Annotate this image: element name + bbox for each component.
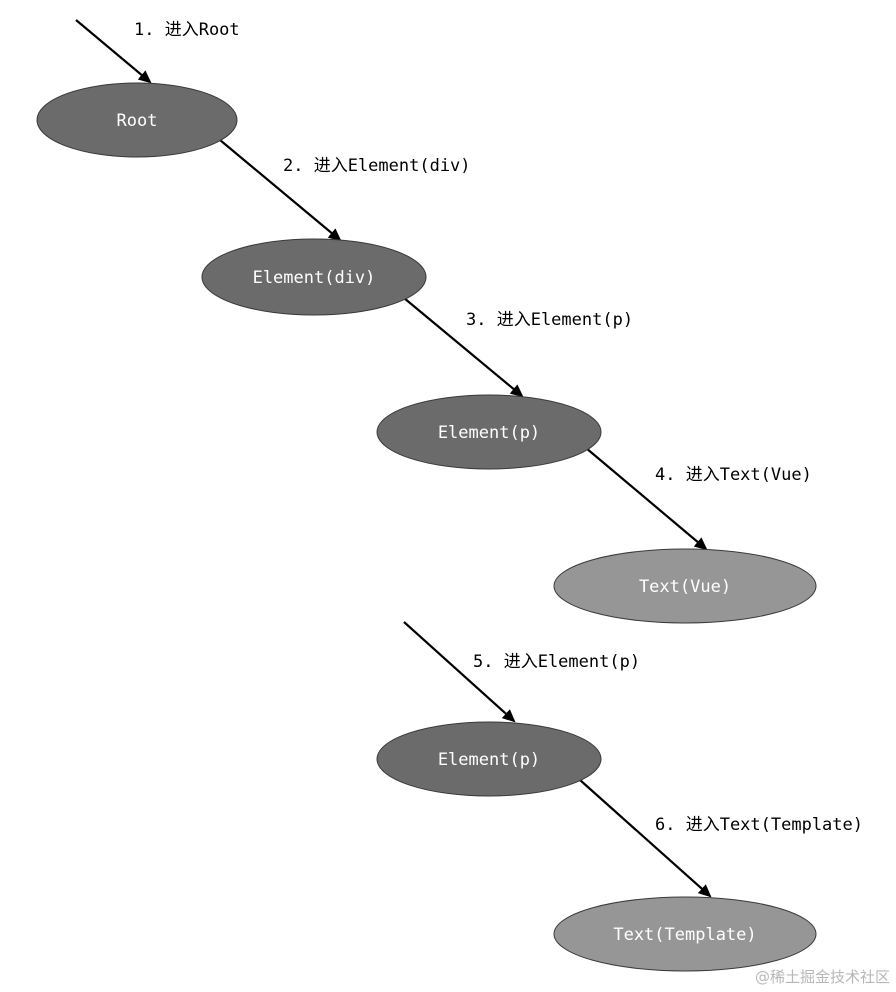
node-text-template-shape [553, 896, 817, 972]
node-root: Root [36, 82, 238, 158]
node-element-div-shape [201, 238, 427, 316]
step-1-arrow [75, 19, 152, 84]
step-3-arrow [403, 297, 524, 398]
node-element-div-label: Element(div) [253, 268, 376, 288]
node-element-p-2-label: Element(p) [438, 750, 540, 770]
node-element-p-1-shape [376, 394, 602, 470]
step-2-arrow [219, 139, 342, 242]
step-4-label: 4. 进入Text(Vue) [655, 465, 812, 485]
step-2-label: 2. 进入Element(div) [283, 156, 471, 176]
node-text-template: Text(Template) [553, 896, 817, 972]
node-text-vue-shape [553, 548, 817, 624]
node-text-vue: Text(Vue) [553, 548, 817, 624]
node-element-div: Element(div) [201, 238, 427, 316]
node-element-p-1-label: Element(p) [438, 423, 540, 443]
step-1-label: 1. 进入Root [134, 20, 240, 40]
node-element-p-2: Element(p) [376, 721, 602, 797]
step-5-label: 5. 进入Element(p) [473, 652, 640, 672]
step-6-arrow [579, 779, 712, 898]
step-4-arrow [585, 447, 708, 551]
node-element-p-1: Element(p) [376, 394, 602, 470]
node-text-vue-label: Text(Vue) [639, 577, 731, 597]
node-root-label: Root [117, 111, 158, 131]
step-3-label: 3. 进入Element(p) [466, 310, 633, 330]
node-element-p-2-shape [376, 721, 602, 797]
step-6-label: 6. 进入Text(Template) [655, 815, 863, 835]
step-5-arrow [403, 621, 516, 723]
watermark-text: @稀土掘金技术社区 [755, 968, 890, 986]
node-root-shape [36, 82, 238, 158]
node-text-template-label: Text(Template) [613, 925, 756, 945]
